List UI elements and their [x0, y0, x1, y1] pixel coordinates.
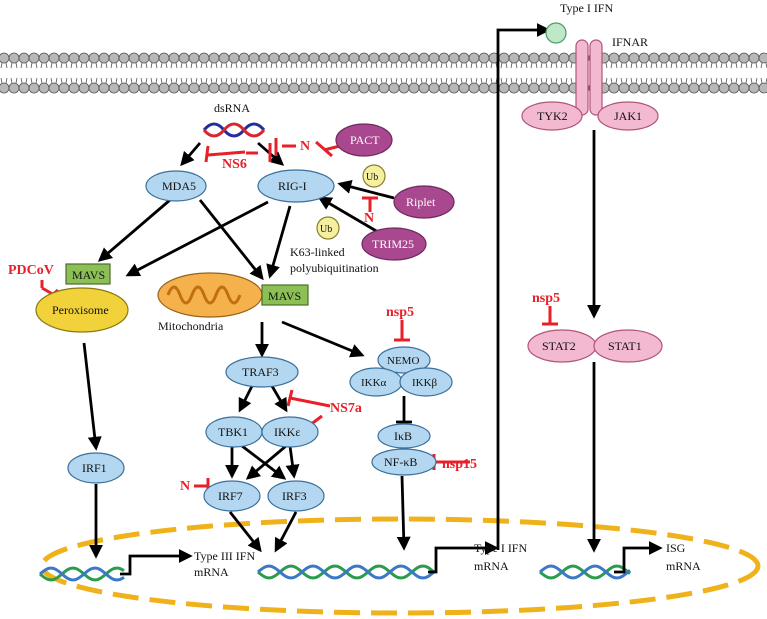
- type1-ifn-ligand: [545, 22, 567, 44]
- irf7-label: IRF7: [218, 489, 243, 503]
- dsrna-label: dsRNA: [214, 101, 250, 115]
- pact-label: PACT: [350, 133, 380, 147]
- isg-mrna-label-2: mRNA: [666, 559, 701, 573]
- ikkb-label: IKKβ: [412, 377, 438, 389]
- trim25-oval: [361, 227, 427, 261]
- irf7-oval: [203, 480, 261, 512]
- traf3-oval: [225, 356, 299, 388]
- irf3-oval: [267, 480, 325, 512]
- jak1-oval: [597, 101, 659, 131]
- n-top-label: N: [300, 139, 310, 154]
- type3-mrna-label-2: mRNA: [194, 565, 229, 579]
- nemo-label: NEMO: [387, 355, 419, 367]
- irf1-oval: [67, 452, 125, 484]
- ifnar-receptor: [575, 39, 589, 116]
- ikka-label: IKKα: [361, 377, 387, 389]
- dna-strands: [39, 564, 631, 582]
- mavs-peroxisome-box: [65, 263, 111, 285]
- n-trim25-label: N: [364, 211, 374, 226]
- jak1-label: JAK1: [614, 109, 642, 123]
- type1-mrna-label-2: mRNA: [474, 559, 509, 573]
- ikke-label: IKKε: [274, 425, 300, 439]
- mitochondria-label: Mitochondria: [158, 319, 224, 333]
- stat1-label: STAT1: [608, 339, 642, 353]
- nemo-oval: [377, 346, 431, 374]
- nucleus-outline: [39, 516, 761, 616]
- mitochondria-icon: [157, 272, 263, 318]
- riplet-label: Riplet: [406, 195, 436, 209]
- trim25-label: TRIM25: [372, 237, 414, 251]
- irf3-label: IRF3: [282, 489, 307, 503]
- ns6-label: NS6: [222, 157, 247, 172]
- nfkb-oval: [371, 448, 437, 476]
- stat2-label: STAT2: [542, 339, 576, 353]
- mavs-mito-label: MAVS: [268, 289, 301, 303]
- ifnar-receptor-chain2: [589, 39, 603, 116]
- tbk1-label: TBK1: [218, 425, 248, 439]
- ub-label-2: Ub: [320, 224, 332, 235]
- nsp5-nemo-label: nsp5: [386, 305, 414, 320]
- mda5-oval: [145, 170, 207, 202]
- type1-ifn-label: Type I IFN: [560, 1, 613, 15]
- pdcov-label: PDCoV: [8, 263, 54, 278]
- ub-label-1: Ub: [366, 172, 378, 183]
- nsp15-label: nsp15: [442, 457, 477, 472]
- tyk2-oval: [521, 101, 583, 131]
- isg-mrna-label-1: ISG: [666, 541, 686, 555]
- riplet-oval: [393, 185, 455, 219]
- cell-membrane: [0, 52, 767, 94]
- mavs-mitochondria-box: [261, 284, 309, 306]
- pact-oval: [335, 123, 393, 157]
- ns7a-label: NS7a: [330, 401, 362, 416]
- ub-circle-1: [362, 164, 386, 188]
- rigi-label: RIG-I: [278, 179, 307, 193]
- ikb-label: IκB: [394, 429, 412, 443]
- rigi-oval: [257, 169, 335, 203]
- peroxisome-oval: [35, 287, 129, 333]
- ub-circle-2: [316, 216, 340, 240]
- n-irf7-label: N: [180, 479, 190, 494]
- polyub-label: polyubiquitination: [290, 261, 379, 275]
- ikke-oval: [261, 416, 319, 448]
- tyk2-label: TYK2: [537, 109, 568, 123]
- peroxisome-label: Peroxisome: [52, 303, 109, 317]
- k63-label: K63-linked: [290, 245, 345, 259]
- type3-mrna-label-1: Type III IFN: [194, 549, 255, 563]
- ifnar-label: IFNAR: [612, 35, 648, 49]
- stat1-oval: [593, 329, 663, 363]
- mavs-perox-label: MAVS: [72, 268, 105, 282]
- nfkb-label: NF-κB: [384, 455, 417, 469]
- type1-mrna-label-1: Type I IFN: [474, 541, 527, 555]
- mda5-label: MDA5: [162, 179, 196, 193]
- nsp5-stat-label: nsp5: [532, 291, 560, 306]
- traf3-label: TRAF3: [242, 365, 279, 379]
- ikkb-oval: [399, 367, 453, 397]
- irf1-label: IRF1: [82, 461, 107, 475]
- dsrna-icon: [202, 122, 266, 138]
- ikb-oval: [377, 423, 431, 449]
